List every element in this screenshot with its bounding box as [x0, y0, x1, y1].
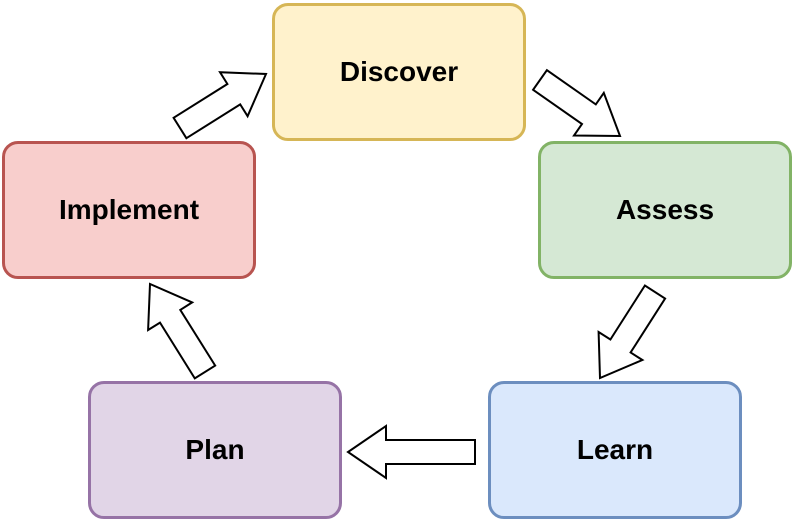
arrow-learn-to-plan [346, 424, 476, 480]
node-label-discover: Discover [339, 56, 459, 87]
arrow-plan-to-implement [147, 282, 217, 380]
node-learn: Learn [488, 381, 742, 519]
node-plan: Plan [88, 381, 342, 519]
node-label-assess: Assess [615, 194, 715, 225]
node-label-plan: Plan [185, 434, 245, 465]
node-assess: Assess [538, 141, 792, 279]
arrow-implement-to-discover [172, 71, 268, 140]
node-discover: Discover [272, 3, 526, 141]
node-implement: Implement [2, 141, 256, 279]
arrow-discover-to-assess [531, 68, 622, 138]
arrow-assess-to-learn [597, 284, 667, 380]
node-label-learn: Learn [576, 434, 654, 465]
node-label-implement: Implement [58, 194, 200, 225]
